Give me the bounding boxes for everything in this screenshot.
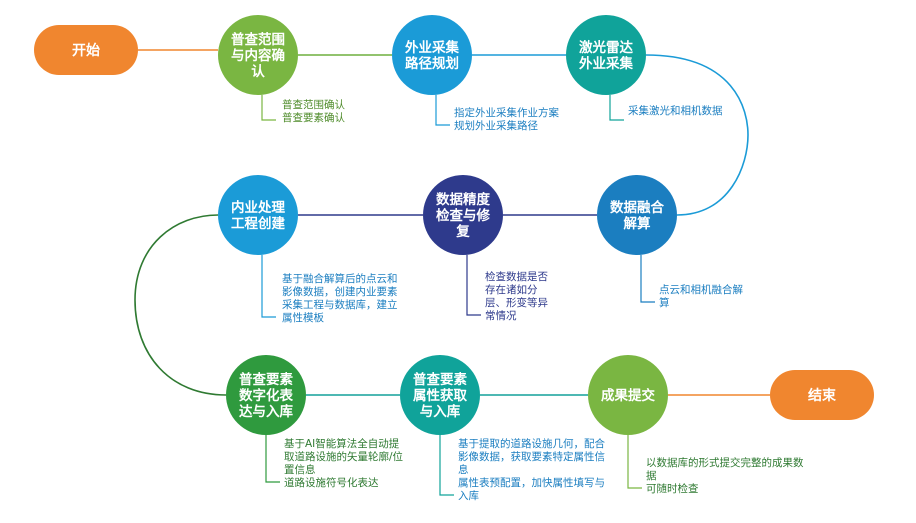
process-node-circle bbox=[588, 355, 668, 435]
desc-text: 基于融合解算后的点云和 bbox=[282, 272, 398, 285]
start-label: 开始 bbox=[72, 42, 100, 59]
desc-text: 据 bbox=[646, 469, 657, 482]
process-node-label: 与入库 bbox=[420, 403, 461, 420]
desc-text: 点云和相机融合解 bbox=[659, 283, 743, 296]
nodes: 开始结束普查范围与内容确认外业采集路径规划激光雷达外业采集数据融合解算数据精度检… bbox=[34, 15, 874, 435]
process-node-9: 成果提交 bbox=[588, 355, 668, 435]
desc-text: 影像数据，创建内业要素 bbox=[282, 285, 398, 298]
process-node-label: 数字化表 bbox=[239, 387, 293, 404]
callout-line bbox=[627, 435, 642, 489]
start-pill-shape bbox=[34, 25, 138, 75]
desc-text: 存在诸如分 bbox=[485, 283, 538, 296]
desc-text: 基于提取的道路设施几何，配合 bbox=[458, 437, 605, 450]
process-node-circle bbox=[226, 355, 306, 435]
process-node-label: 普查范围 bbox=[231, 31, 285, 48]
process-desc-8: 基于提取的道路设施几何，配合影像数据，获取要素特定属性信息属性表预配置，加快属性… bbox=[439, 435, 605, 502]
process-node-circle bbox=[218, 175, 298, 255]
callout-line bbox=[261, 255, 276, 318]
desc-text: 入库 bbox=[458, 489, 479, 502]
callout-line bbox=[265, 435, 280, 483]
callout-line bbox=[640, 255, 655, 303]
callout-line bbox=[261, 95, 276, 121]
process-node-label: 普查要素 bbox=[239, 371, 293, 388]
process-node-label: 路径规划 bbox=[405, 55, 459, 72]
desc-text: 常情况 bbox=[485, 309, 517, 322]
callout-line bbox=[466, 255, 481, 316]
desc-text: 规划外业采集路径 bbox=[454, 119, 538, 132]
desc-text: 采集工程与数据库，建立 bbox=[282, 298, 398, 311]
desc-text: 取道路设施的矢量轮廓/位 bbox=[284, 450, 404, 463]
connector-n6-n7 bbox=[134, 214, 227, 396]
process-node-label: 复 bbox=[455, 223, 470, 240]
end-label: 结束 bbox=[808, 387, 837, 404]
desc-text: 可随时检查 bbox=[646, 482, 699, 495]
process-node-label: 与内容确 bbox=[231, 47, 285, 64]
process-node-circle bbox=[423, 175, 503, 255]
callout-line bbox=[435, 95, 450, 126]
desc-text: 采集激光和相机数据 bbox=[628, 104, 723, 117]
desc-text: 普查范围确认 bbox=[282, 98, 345, 111]
process-node-label: 内业处理 bbox=[231, 199, 285, 216]
process-node-label: 检查与修 bbox=[436, 207, 490, 224]
process-node-label: 数据融合 bbox=[610, 199, 664, 216]
desc-text: 指定外业采集作业方案 bbox=[454, 106, 559, 119]
process-node-label: 成果提交 bbox=[601, 387, 655, 404]
process-node-label: 解算 bbox=[624, 215, 652, 232]
process-desc-3: 采集激光和相机数据 bbox=[609, 95, 723, 121]
process-node-label: 达与入库 bbox=[239, 403, 293, 420]
process-node-label: 认 bbox=[251, 63, 265, 80]
process-node-label: 外业采集 bbox=[405, 39, 459, 56]
process-node-circle bbox=[566, 15, 646, 95]
process-node-label: 工程创建 bbox=[231, 215, 285, 232]
callout-line bbox=[609, 95, 624, 121]
process-node-label: 数据精度 bbox=[436, 191, 490, 208]
connectors bbox=[134, 49, 770, 396]
desc-text: 属性模板 bbox=[282, 311, 324, 324]
process-node-label: 激光雷达 bbox=[579, 39, 633, 56]
desc-text: 息 bbox=[458, 463, 469, 476]
desc-text: 属性表预配置，加快属性填写与 bbox=[458, 476, 605, 489]
callout-line bbox=[439, 435, 454, 496]
desc-text: 普查要素确认 bbox=[282, 111, 345, 124]
end-node: 结束 bbox=[770, 370, 874, 420]
desc-text: 检查数据是否 bbox=[485, 270, 548, 283]
desc-text: 以数据库的形式提交完整的成果数 bbox=[646, 456, 804, 469]
desc-text: 层、形变等异 bbox=[485, 296, 548, 309]
desc-text: 道路设施符号化表达 bbox=[284, 476, 379, 489]
desc-text: 算 bbox=[659, 296, 670, 309]
process-node-label: 外业采集 bbox=[579, 55, 633, 72]
desc-text: 基于AI智能算法全自动提 bbox=[284, 437, 400, 450]
process-node-label: 属性获取 bbox=[413, 387, 467, 404]
desc-text: 影像数据，获取要素特定属性信 bbox=[458, 450, 605, 463]
desc-text: 置信息 bbox=[284, 463, 316, 476]
process-node-label: 普查要素 bbox=[413, 371, 467, 388]
process-node-circle bbox=[218, 15, 298, 95]
end-pill-shape bbox=[770, 370, 874, 420]
connector-n3-n4 bbox=[645, 54, 749, 216]
process-node-circle bbox=[400, 355, 480, 435]
start-node: 开始 bbox=[34, 25, 138, 75]
process-node-circle bbox=[597, 175, 677, 255]
process-node-circle bbox=[392, 15, 472, 95]
